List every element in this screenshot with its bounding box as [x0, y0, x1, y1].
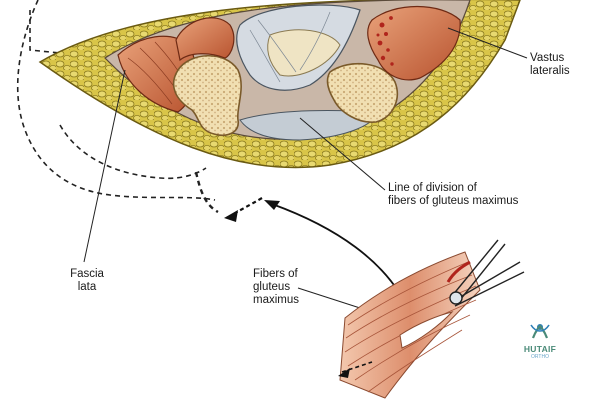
fiber-split-gap [399, 311, 454, 349]
capsule-fibers [249, 11, 331, 83]
label-fascia-lata: Fascia lata [70, 268, 104, 293]
logo-subtitle: ORTHO [531, 354, 549, 360]
femur-section-left [172, 55, 242, 136]
label-fibers-gluteus: Fibers of gluteus maximus [253, 268, 300, 306]
forceps-instrument [449, 239, 525, 307]
inset-arrowhead [338, 368, 350, 378]
arrowhead-top [264, 200, 280, 210]
femoral-neck-exposed [267, 29, 341, 77]
inset-dashed-line [341, 361, 373, 373]
lower-retractor-tissue [239, 110, 381, 141]
inset-fibers-gluteus [338, 251, 481, 399]
label-line-of-division: Line of division of fibers of gluteus ma… [388, 182, 519, 207]
hutaif-logo-icon [530, 324, 550, 339]
logo-name: HUTAIF [523, 344, 557, 354]
fiber-tip-blood [446, 260, 471, 283]
femur-section-right [326, 62, 399, 123]
leader-lines [83, 27, 528, 309]
label-vastus-lateralis: Vastus lateralis [530, 52, 570, 77]
dashed-arrowhead [224, 210, 238, 222]
vastus-cut-edge [376, 16, 394, 66]
vastus-lateralis-muscle [367, 6, 461, 81]
muscle-cap-left [175, 17, 235, 62]
